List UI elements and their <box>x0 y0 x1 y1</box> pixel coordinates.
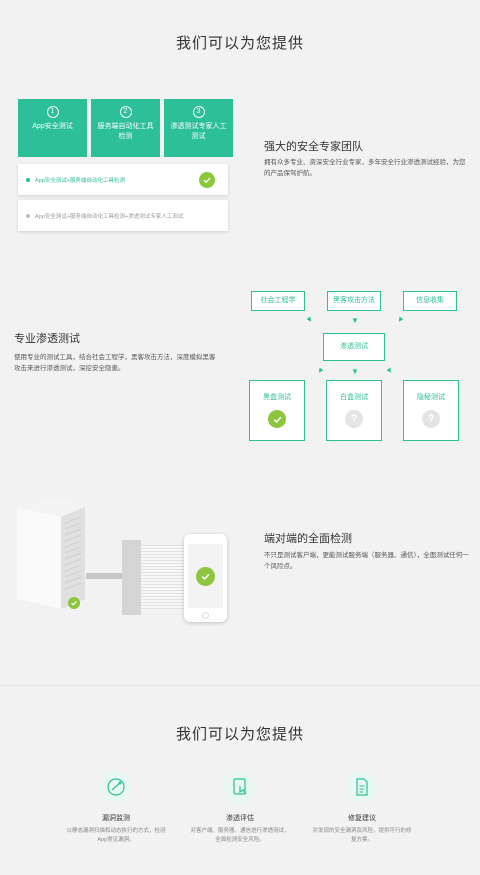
feature-title: 修复建议 <box>348 815 376 822</box>
section-heading-top: 我们可以为您提供 <box>175 35 304 52</box>
feature-desc: 以静态漏洞扫描和动态执行的方式，检测App常见漏洞。 <box>66 828 166 843</box>
feature-desc: 对发现的安全漏洞及风险，提供可行的修复方案。 <box>312 828 412 843</box>
step-number: 2 <box>119 106 132 118</box>
step-label: 服务端自动化工具检测 <box>97 123 154 140</box>
check-icon <box>196 567 215 586</box>
step-number: 3 <box>192 106 205 118</box>
step-card-1[interactable]: 1 App安全测试 <box>18 99 87 157</box>
arrow-icon: ▼ <box>351 367 359 376</box>
plan-row-text: App安全测试+服务端自动化工具检测 <box>35 178 125 184</box>
team-desc: 拥有众多专业、资深安全行业专家，多年安全行业渗透测试经验，为您的产品保驾护航。 <box>264 159 466 177</box>
step-number: 1 <box>46 106 59 118</box>
document-icon <box>346 771 378 803</box>
scan-icon <box>100 771 132 803</box>
check-icon <box>199 172 215 188</box>
phone-illustration <box>184 534 227 622</box>
step-label: App安全测试 <box>32 123 73 130</box>
feature-title: 漏洞监测 <box>102 815 130 822</box>
section-divider <box>0 685 480 686</box>
data-lines <box>141 545 185 609</box>
step-label: 渗透测试专家人工测试 <box>170 123 227 140</box>
pentest-title: 专业渗透测试 <box>14 333 80 345</box>
plan-row-active[interactable]: App安全测试+服务端自动化工具检测 <box>18 164 228 195</box>
bullet-dot <box>26 214 30 218</box>
section-heading-bottom: 我们可以为您提供 <box>175 726 304 743</box>
home-button <box>202 612 209 619</box>
touch-tablet-icon <box>224 771 256 803</box>
arrow-icon: ▼ <box>383 364 396 377</box>
bullet-dot <box>26 178 30 182</box>
feature-desc: 对客户端、服务器、通信进行渗透测试，全面检测安全风险。 <box>190 828 290 843</box>
server-illustration <box>15 497 87 609</box>
source-info-gathering: 信息收集 <box>403 291 457 311</box>
check-icon <box>68 597 80 609</box>
test-label: 隐秘测试 <box>417 394 445 401</box>
test-black-box: 黑盒测试 <box>249 380 305 441</box>
source-social-engineering: 社会工程学 <box>251 291 305 311</box>
plan-row-inactive[interactable]: App安全测试+服务端自动化工具检测+渗透测试专家人工测试 <box>18 200 228 231</box>
source-hacker-attack: 黑客攻击方法 <box>327 291 381 311</box>
test-label: 黑盒测试 <box>263 394 291 401</box>
step-card-3[interactable]: 3 渗透测试专家人工测试 <box>164 99 233 157</box>
plan-row-text: App安全测试+服务端自动化工具检测+渗透测试专家人工测试 <box>35 214 184 220</box>
e2e-desc: 不只是测试客户端，更能测试服务端（服务器、通信），全面测试任何一个风险点。 <box>264 552 469 570</box>
arrow-icon: ▼ <box>314 364 327 377</box>
team-title: 强大的安全专家团队 <box>264 141 363 153</box>
step-card-2[interactable]: 2 服务端自动化工具检测 <box>91 99 160 157</box>
test-white-box: 白盒测试 ? <box>326 380 382 441</box>
arrow-icon: ▼ <box>351 316 359 325</box>
connector-bar <box>86 573 124 579</box>
e2e-title: 端对端的全面检测 <box>264 533 352 545</box>
pentest-desc: 使用专业的测试工具，结合社会工程学，黑客攻击方法，深度模拟黑客攻击来进行渗透测试… <box>14 354 216 372</box>
question-icon: ? <box>345 410 363 428</box>
arrow-icon: ▼ <box>303 313 316 326</box>
pentest-center-node: 渗透测试 <box>323 333 385 361</box>
test-label: 白盒测试 <box>340 394 368 401</box>
question-icon: ? <box>422 410 440 428</box>
test-covert: 隐秘测试 ? <box>403 380 459 441</box>
feature-title: 渗透评估 <box>226 815 254 822</box>
connector-block <box>122 540 141 615</box>
check-icon <box>268 410 286 428</box>
arrow-icon: ▼ <box>394 313 407 326</box>
